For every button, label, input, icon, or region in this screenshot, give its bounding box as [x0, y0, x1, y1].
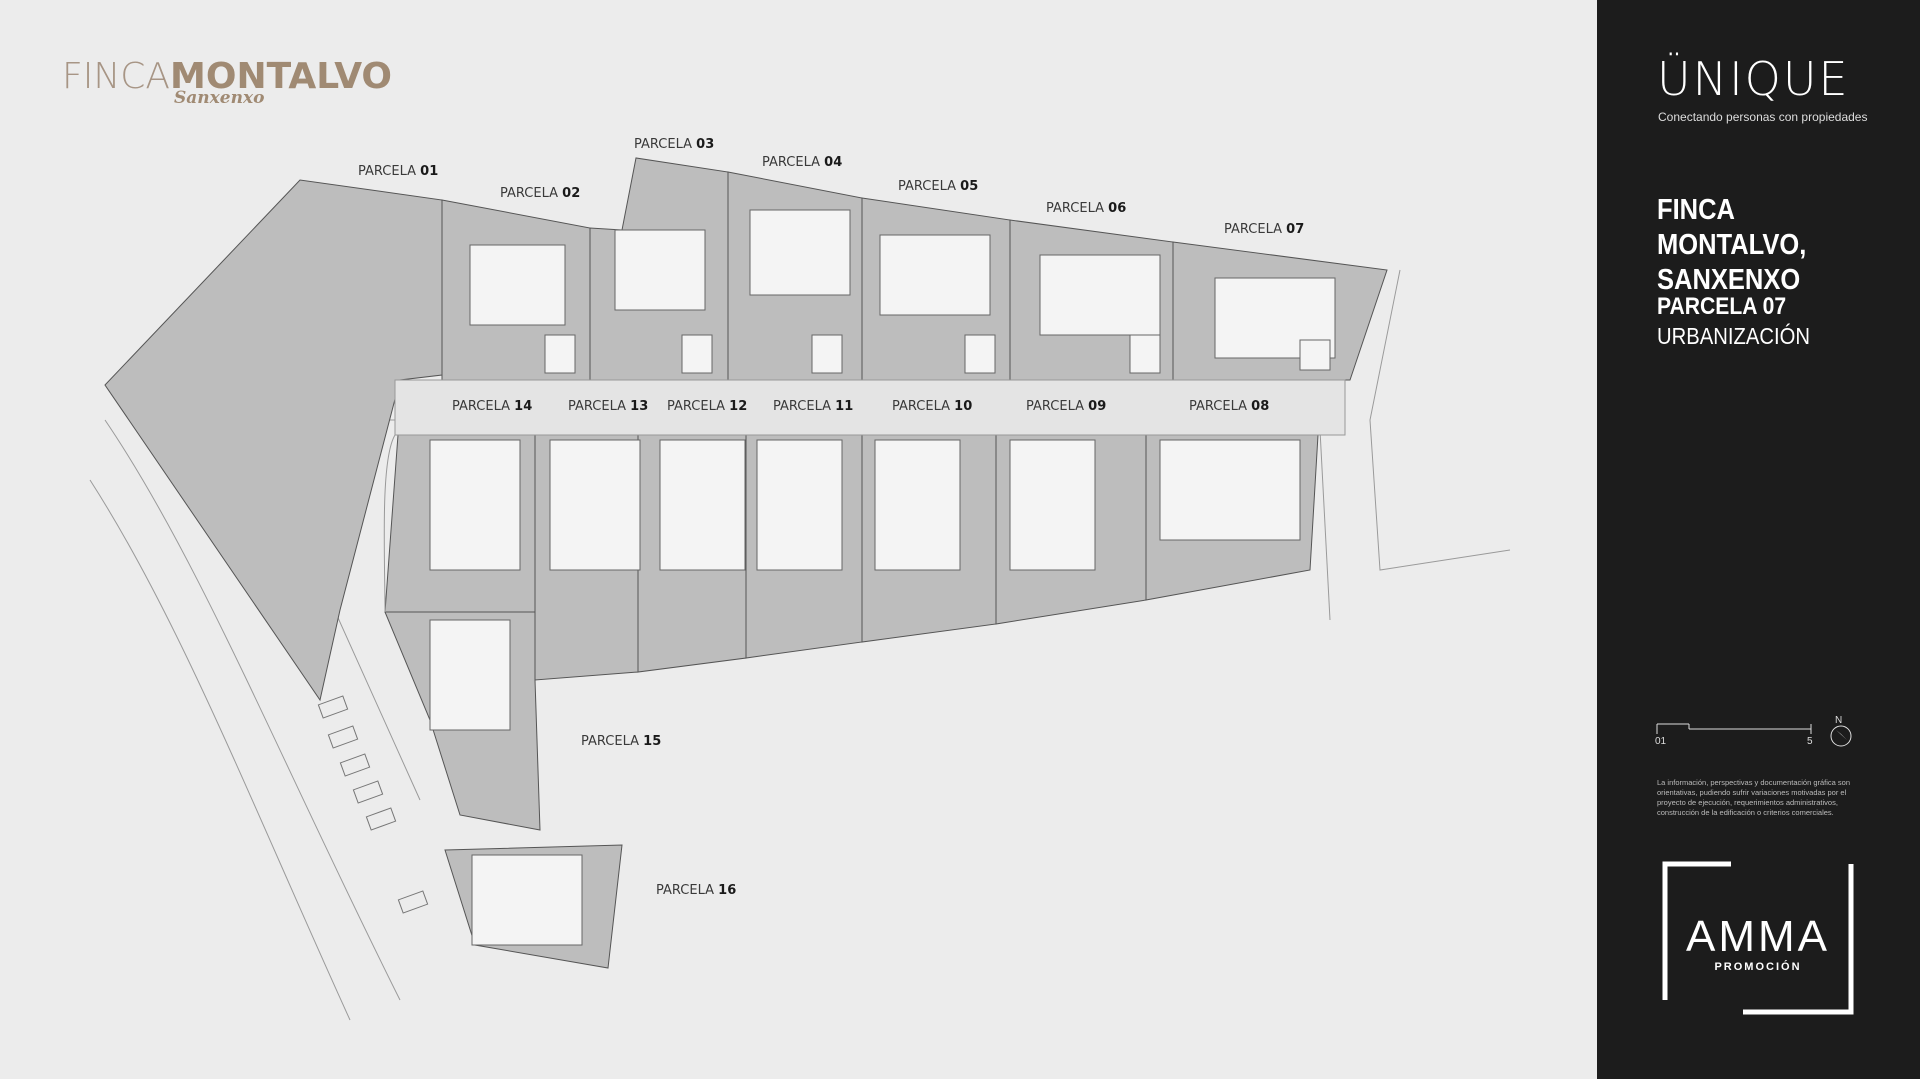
plot-subtitle: URBANIZACIÓN: [1657, 323, 1810, 349]
logo-montalvo-text: MONTALVO: [170, 56, 393, 97]
site-plan-area: PARCELA 01 PARCELA 02 PARCELA 03 PARCELA…: [62, 56, 1511, 1021]
plot-label-10: PARCELA 10: [892, 399, 972, 414]
site-plan-map: PARCELA 01 PARCELA 02 PARCELA 03 PARCELA…: [89, 137, 1511, 1021]
amma-logo: AMMA PROMOCIÓN: [1661, 860, 1855, 1016]
scale-end-label: 5: [1807, 736, 1813, 747]
finca-montalvo-logo: FINCAMONTALVO Sanxenxo: [62, 56, 393, 108]
plot-label-14: PARCELA 14: [452, 399, 532, 414]
project-title-line1: FINCA MONTALVO,: [1657, 194, 1807, 261]
plot-label-03: PARCELA 03: [634, 137, 714, 152]
plot-label-05: PARCELA 05: [898, 179, 978, 194]
plot-label-16: PARCELA 16: [656, 883, 736, 898]
scale-bar-graphic: [1656, 723, 1852, 747]
amma-frame: [1662, 861, 1854, 1015]
north-label: N: [1835, 715, 1843, 726]
internal-road: [383, 379, 1346, 613]
logo-finca-text: FINCA: [62, 56, 171, 97]
scale-bar: 01 5 N: [1655, 712, 1855, 752]
logo-place-text: Sanxenxo: [174, 88, 265, 108]
amma-subtitle: PROMOCIÓN: [1714, 961, 1802, 973]
plot-label-01: PARCELA 01: [358, 164, 438, 179]
plot-label-11: PARCELA 11: [773, 399, 853, 414]
plot-label-04: PARCELA 04: [762, 155, 842, 170]
project-title: FINCA MONTALVO, SANXENXO: [1657, 193, 1868, 298]
plot-01-shape: [104, 179, 443, 702]
amma-wordmark: AMMA: [1686, 912, 1830, 961]
plot-label-08: PARCELA 08: [1189, 399, 1269, 414]
compass-icon: [1830, 725, 1852, 747]
plot-label-09: PARCELA 09: [1026, 399, 1106, 414]
plot-label-12: PARCELA 12: [667, 399, 747, 414]
plot-label-06: PARCELA 06: [1046, 201, 1126, 216]
unique-logo: ÜNIQUE: [1657, 52, 1850, 106]
project-title-line2: SANXENXO: [1657, 264, 1801, 296]
unique-tagline: Conectando personas con propiedades: [1658, 110, 1868, 124]
info-sidebar: ÜNIQUE Conectando personas con propiedad…: [1597, 0, 1920, 1079]
parking-spots: [317, 695, 429, 914]
plot-label-02: PARCELA 02: [500, 186, 580, 201]
plot-label-13: PARCELA 13: [568, 399, 648, 414]
plot-labels: PARCELA 01 PARCELA 02 PARCELA 03 PARCELA…: [358, 137, 1304, 898]
plot-label-07: PARCELA 07: [1224, 222, 1304, 237]
plot-shapes: [104, 157, 1388, 969]
scale-start-label: 01: [1655, 736, 1667, 747]
house-footprints: [429, 209, 1336, 946]
plot-label-15: PARCELA 15: [581, 734, 661, 749]
plot-title: PARCELA 07: [1657, 293, 1787, 320]
disclaimer-text: La información, perspectivas y documenta…: [1657, 778, 1851, 817]
